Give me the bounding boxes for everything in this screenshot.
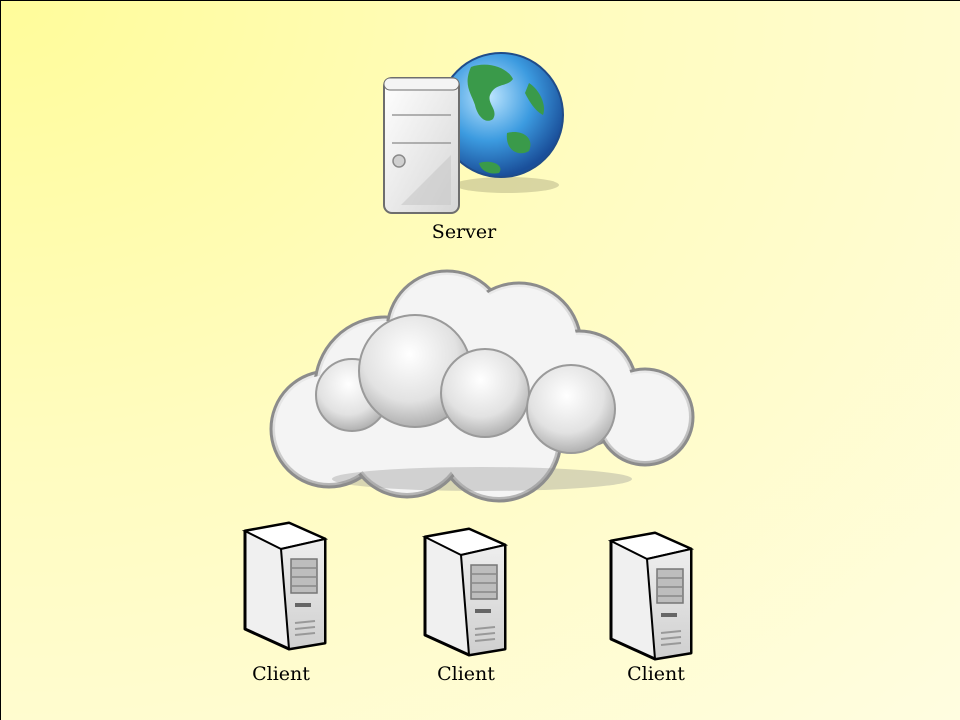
network-cloud bbox=[267, 267, 697, 503]
server-node bbox=[379, 45, 569, 217]
server-label: Server bbox=[431, 221, 497, 243]
client-node-1 bbox=[241, 519, 329, 651]
client-node-3 bbox=[607, 529, 695, 661]
tower-computer-icon bbox=[241, 521, 329, 651]
tower-computer-icon bbox=[421, 527, 509, 657]
client-label-2: Client bbox=[437, 663, 495, 685]
client-node-2 bbox=[421, 525, 509, 657]
client-label-3: Client bbox=[627, 663, 685, 685]
client-label-1: Client bbox=[252, 663, 310, 685]
cloud-icon bbox=[269, 269, 695, 503]
server-globe-icon bbox=[383, 52, 564, 214]
tower-computer-icon bbox=[607, 531, 695, 661]
